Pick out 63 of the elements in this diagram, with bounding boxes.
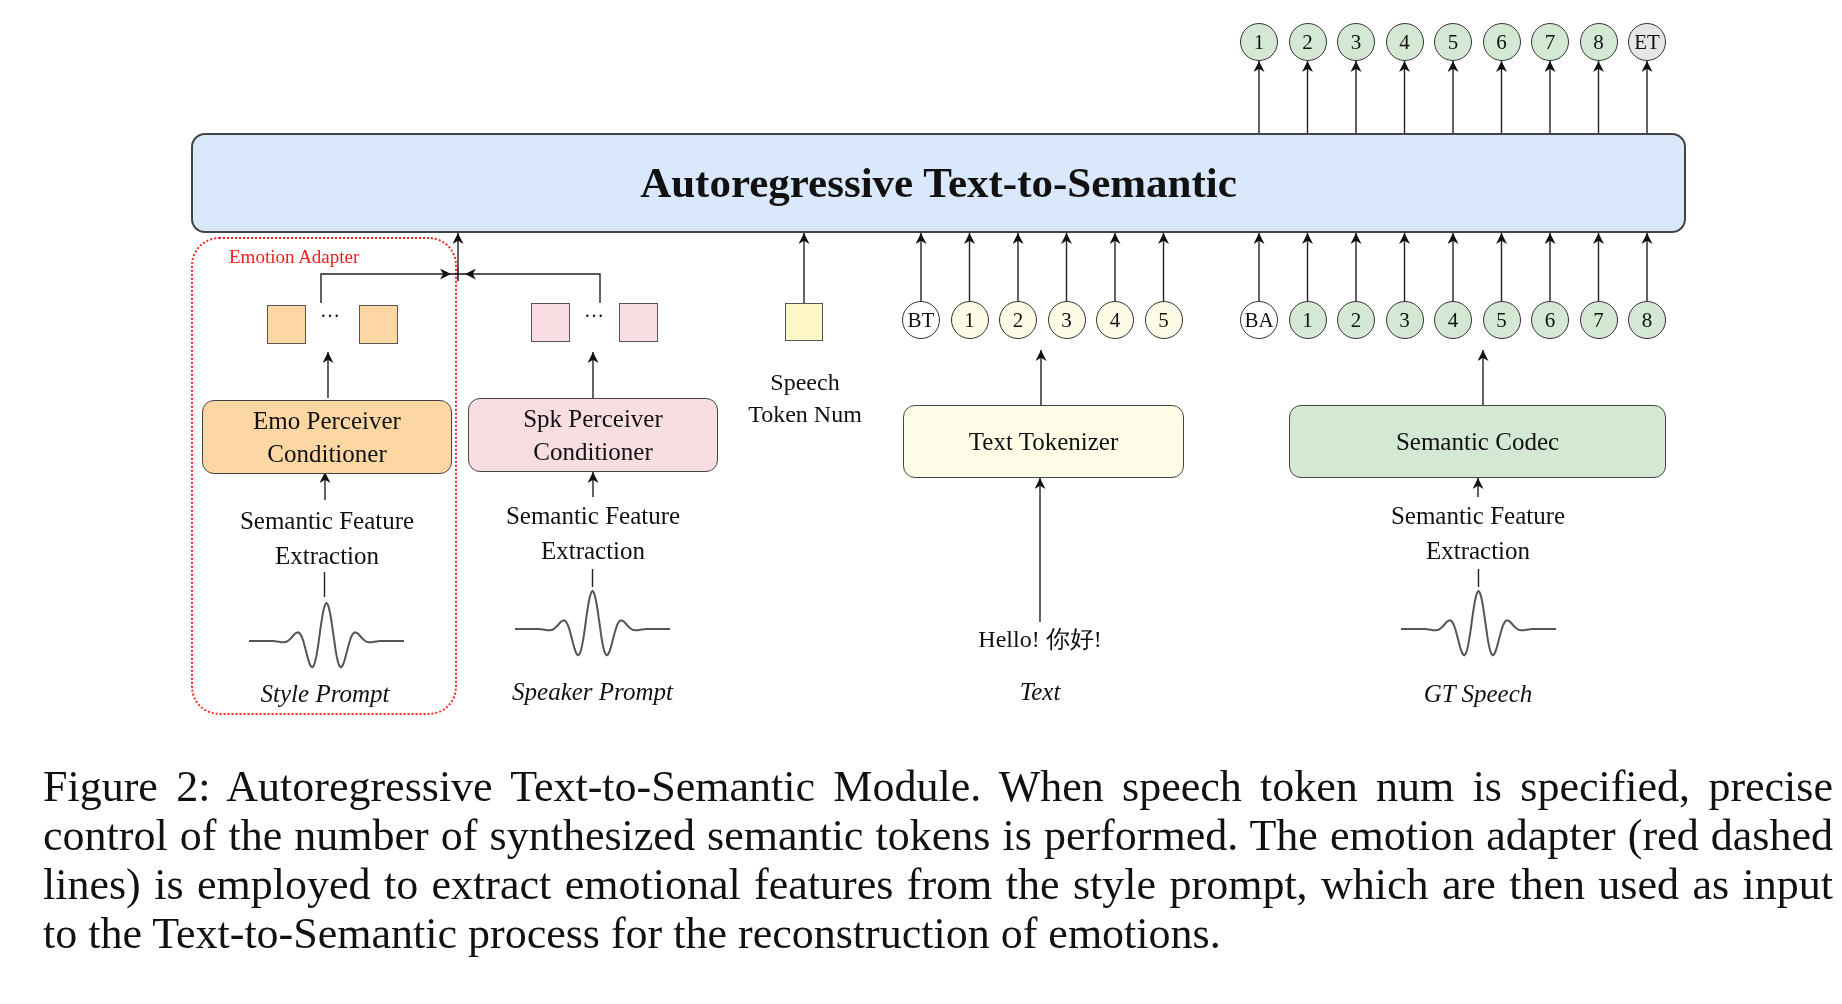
process-box: Emo Perceiver Conditioner — [202, 400, 452, 474]
arrow — [1641, 232, 1653, 302]
arrow — [1447, 232, 1459, 302]
arrow — [1350, 232, 1362, 302]
arrow — [1302, 60, 1313, 134]
arrow — [1035, 349, 1047, 406]
arrow — [1302, 232, 1313, 302]
input-text: Hello! 你好! — [950, 622, 1130, 656]
arrow — [1109, 232, 1121, 302]
arrow — [964, 232, 975, 302]
model-block: Autoregressive Text-to-Semantic — [191, 133, 1686, 233]
arrow — [1641, 60, 1653, 134]
arrow — [1253, 60, 1265, 134]
token-square — [359, 305, 398, 344]
caption-label: Text — [1018, 677, 1062, 708]
arrow — [1496, 232, 1507, 302]
arrow — [1399, 232, 1410, 302]
connector-line — [323, 571, 326, 598]
arrow — [1034, 477, 1046, 623]
connector-line — [591, 568, 594, 588]
arrow — [322, 351, 334, 399]
arrow — [1253, 232, 1265, 302]
token-square — [785, 303, 823, 341]
ellipsis-label: … — [319, 298, 341, 322]
arrow — [320, 268, 452, 304]
adapter-group — [191, 237, 457, 715]
connector-line — [1477, 568, 1480, 588]
arrow — [1593, 232, 1604, 302]
arrow — [1061, 232, 1072, 302]
token-square — [267, 305, 306, 344]
step-label: Semantic Feature Extraction — [1368, 497, 1588, 569]
process-box: Semantic Codec — [1289, 405, 1666, 478]
arrow — [464, 268, 601, 304]
arrow — [1477, 349, 1489, 406]
caption-label: Speech Token Num — [747, 368, 863, 429]
arrow — [452, 232, 464, 268]
caption-label: GT Speech — [1422, 679, 1534, 710]
arrow — [1447, 60, 1459, 134]
step-label: Semantic Feature Extraction — [483, 497, 703, 569]
arrow — [587, 351, 599, 399]
arrow — [1399, 60, 1410, 134]
caption-label: Style Prompt — [259, 679, 391, 710]
arrow — [1012, 232, 1024, 302]
token-square — [619, 303, 658, 342]
arrow — [1593, 60, 1604, 134]
ellipsis-label: … — [583, 298, 605, 322]
sum-junction-icon — [451, 267, 465, 281]
process-box: Spk Perceiver Conditioner — [468, 398, 718, 472]
token-square — [531, 303, 570, 342]
arrow — [1544, 60, 1556, 134]
arrow — [1158, 232, 1169, 302]
arrow — [798, 232, 810, 304]
process-box: Text Tokenizer — [903, 405, 1184, 478]
arrow — [587, 471, 599, 498]
caption-label: Speaker Prompt — [511, 677, 675, 708]
figure-caption: Figure 2: Autoregressive Text-to-Semantic Module. When speech token num is specified, precise control of the number of synthesized semantic tokens is performed. The emotion adapter (red dashed lines) is employed to extract emotional features from the style prompt, which are then used as input to the Text-to-Semantic process for the reconstruction of emotions. — [43, 762, 1833, 958]
arrow — [1496, 60, 1507, 134]
arrow — [1544, 232, 1556, 302]
step-label: Semantic Feature Extraction — [217, 502, 437, 574]
group-title: Emotion Adapter — [229, 245, 360, 269]
arrow — [1350, 60, 1362, 134]
arrow — [915, 232, 927, 302]
arrow — [1472, 477, 1484, 498]
